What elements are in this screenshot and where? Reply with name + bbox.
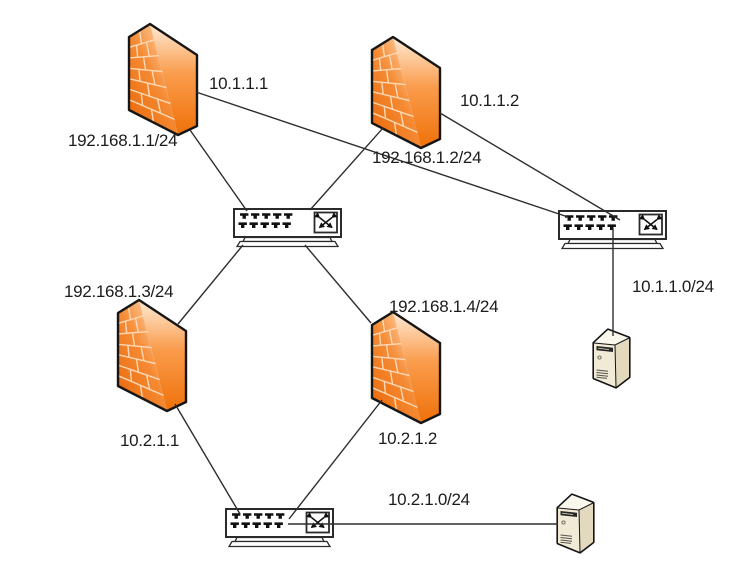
labels-layer: 10.1.1.1 192.168.1.1/24 10.1.1.2 192.168… (64, 74, 714, 509)
label-fw1-outside-ip: 10.1.1.1 (209, 74, 268, 93)
edges-layer (174, 91, 621, 525)
link-fw2-switch-inside (309, 127, 384, 211)
link-fw4-switch-outside-bottom (288, 399, 383, 520)
label-network-10-1-1-0: 10.1.1.0/24 (632, 277, 714, 296)
firewall-fw2 (370, 35, 442, 150)
switch-inside (234, 209, 341, 247)
switch-outside-bottom (226, 509, 333, 547)
firewall-fw4 (370, 310, 442, 425)
link-fw2-switch-outside-top (439, 112, 621, 221)
link-switch-inside-fw4 (304, 244, 372, 324)
nodes-layer (116, 22, 666, 554)
label-fw1-inside-ip: 192.168.1.1/24 (68, 131, 177, 150)
firewall-fw1 (127, 22, 199, 137)
server-top-right (592, 328, 631, 389)
link-fw1-switch-inside (189, 129, 248, 212)
firewall-fw3 (116, 298, 188, 413)
label-fw3-inside-ip: 192.168.1.3/24 (64, 282, 173, 301)
server-bottom-right (556, 493, 595, 554)
label-fw2-inside-ip: 192.168.1.2/24 (372, 148, 481, 167)
link-fw1-switch-outside-top (195, 91, 569, 218)
link-fw3-switch-outside-bottom (174, 403, 241, 515)
label-fw3-outside-ip: 10.2.1.1 (120, 431, 179, 450)
label-network-10-2-1-0: 10.2.1.0/24 (388, 490, 470, 509)
label-fw4-outside-ip: 10.2.1.2 (378, 429, 437, 448)
link-switch-inside-fw3 (177, 244, 244, 325)
label-fw4-inside-ip: 192.168.1.4/24 (389, 297, 498, 316)
label-fw2-outside-ip: 10.1.1.2 (460, 91, 519, 110)
